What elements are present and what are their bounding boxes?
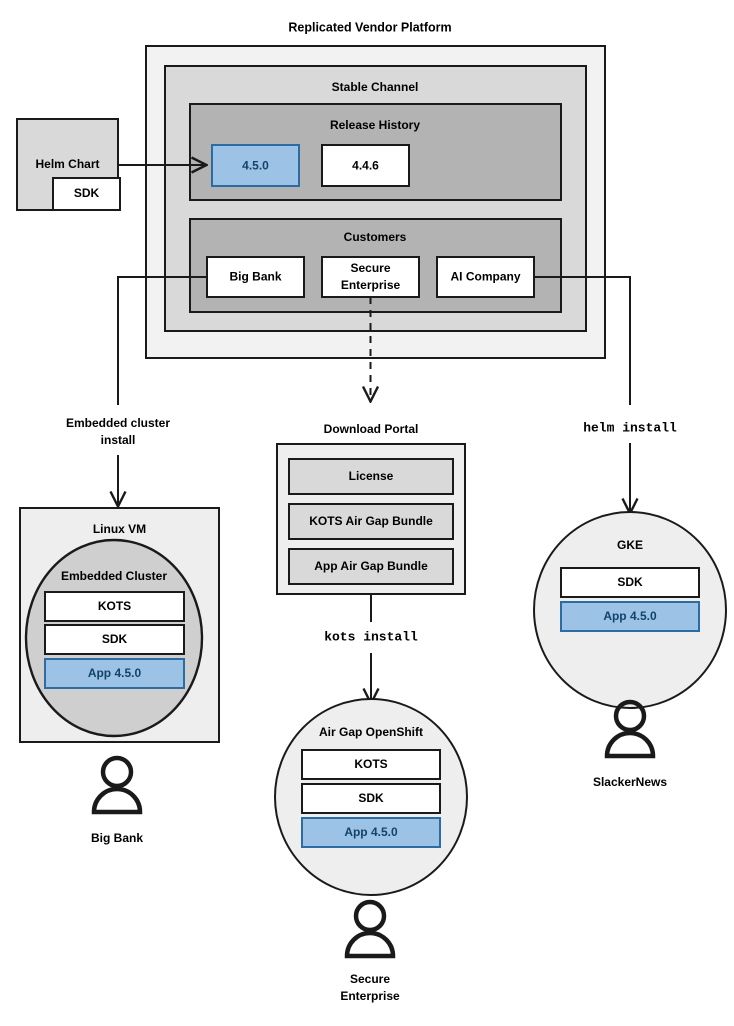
download-portal-artifact-app-bundle-label: App Air Gap Bundle [314,559,428,573]
linux-vm-component-kots[interactable] [44,591,185,622]
gke-component-app[interactable] [560,601,700,632]
customer-box-ai-company[interactable] [436,256,535,298]
customer-box-secure-enterprise[interactable] [321,256,420,298]
customer-label-secure-enterprise-line1: Secure [350,261,390,275]
gke-component-app-label: App 4.5.0 [603,609,657,623]
download-portal-artifact-app-bundle[interactable] [288,548,454,585]
user-label-slackernews: SlackerNews [593,775,667,789]
user-label-secure-enterprise-line1: Secure [350,972,390,986]
edge-label-helm-install: helm install [583,420,677,435]
gke-title: GKE [617,538,643,552]
air-gap-component-sdk-label: SDK [358,791,384,805]
helm-chart-sdk-box[interactable] [52,177,121,211]
customer-label-secure-enterprise-line2: Enterprise [341,278,401,292]
gke-component-sdk-label: SDK [617,575,643,589]
user-icon-slackernews [604,699,656,759]
air-gap-component-app-label: App 4.5.0 [344,825,398,839]
download-portal-artifact-license-label: License [349,469,394,483]
air-gap-component-app[interactable] [301,817,441,848]
customer-label-ai-company: AI Company [450,270,520,284]
download-portal-artifact-kots-bundle[interactable] [288,503,454,540]
release-box-previous[interactable] [321,144,410,187]
embedded-cluster-title: Embedded Cluster [61,569,167,583]
linux-vm-title: Linux VM [93,522,146,536]
stable-channel-title: Stable Channel [332,80,419,94]
user-icon-secure-enterprise [344,899,396,959]
page-title: Replicated Vendor Platform [288,20,451,34]
customers-title: Customers [344,230,407,244]
air-gap-openshift-title: Air Gap OpenShift [319,725,423,739]
linux-vm-component-sdk-label: SDK [102,632,128,646]
customer-label-big-bank: Big Bank [229,270,281,284]
edge-big-bank-to-label [117,276,207,405]
edge-ai-company-to-label [534,276,631,405]
helm-chart-sdk-label: SDK [74,186,100,200]
release-version-previous: 4.4.6 [352,159,379,173]
air-gap-component-kots-label: KOTS [354,757,387,771]
download-portal-artifact-kots-bundle-label: KOTS Air Gap Bundle [309,514,433,528]
user-label-secure-enterprise-line2: Enterprise [340,989,400,1003]
air-gap-component-kots[interactable] [301,749,441,780]
linux-vm-component-app[interactable] [44,658,185,689]
release-history-title: Release History [330,118,420,132]
linux-vm-component-app-label: App 4.5.0 [88,666,142,680]
edge-label-embedded-install-line1: Embedded cluster [66,416,170,430]
gke-component-sdk[interactable] [560,567,700,598]
customer-box-big-bank[interactable] [206,256,305,298]
linux-vm-component-kots-label: KOTS [98,599,131,613]
user-label-big-bank: Big Bank [91,831,143,845]
air-gap-component-sdk[interactable] [301,783,441,814]
linux-vm-component-sdk[interactable] [44,624,185,655]
edge-label-embedded-install-line2: install [101,433,136,447]
release-version-current: 4.5.0 [242,159,269,173]
download-portal-artifact-license[interactable] [288,458,454,495]
helm-chart-label: Helm Chart [35,157,99,171]
download-portal-title: Download Portal [324,422,419,436]
edge-label-kots-install: kots install [324,629,418,644]
user-icon-big-bank [91,755,143,815]
release-box-current[interactable] [211,144,300,187]
